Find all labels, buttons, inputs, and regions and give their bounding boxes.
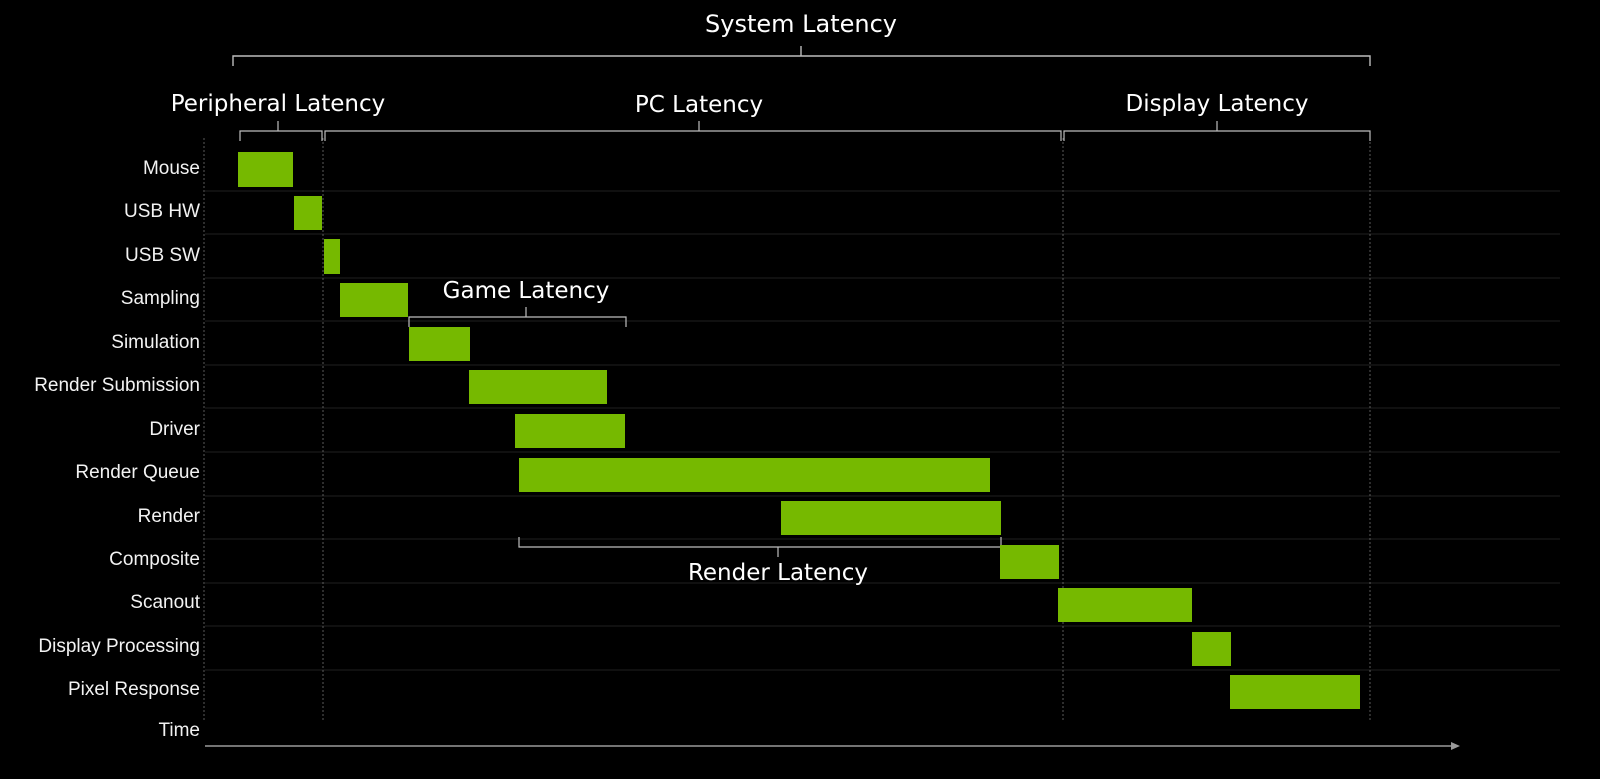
bracket-line-game-latency [408,307,627,327]
row-label-composite: Composite [109,549,200,570]
bracket-game-latency [408,307,627,327]
row-label-scanout: Scanout [130,592,200,613]
bracket-line-system-latency [232,46,1371,66]
bracket-line-pc-latency [324,121,1062,141]
row-label-usb-hw: USB HW [124,201,200,222]
row-label-display-processing: Display Processing [38,636,200,657]
row-label-time: Time [158,720,200,741]
bar-display-processing [1192,632,1231,666]
bar-driver [515,414,625,448]
row-label-render-queue: Render Queue [75,462,200,483]
bar-usb-sw [324,239,340,274]
bracket-label-peripheral-latency: Peripheral Latency [170,91,386,117]
bar-render-queue [519,458,990,492]
bracket-line-render-latency [518,537,1002,557]
row-label-usb-sw: USB SW [125,245,200,266]
row-label-render-submission: Render Submission [34,375,200,396]
bar-mouse [238,152,293,187]
bar-render-submission [469,370,607,404]
time-axis-arrow-icon [1451,742,1460,750]
bar-render [781,501,1001,535]
row-label-driver: Driver [149,419,200,440]
bar-usb-hw [294,196,322,230]
bar-sampling [340,283,408,317]
bracket-label-system-latency: System Latency [705,10,897,38]
bracket-render-latency [518,537,1002,557]
row-label-sampling: Sampling [120,288,200,309]
row-label-simulation: Simulation [111,332,200,353]
bracket-label-pc-latency: PC Latency [634,92,764,118]
bracket-label-display-latency: Display Latency [1125,91,1309,117]
row-label-mouse: Mouse [142,158,200,179]
bar-simulation [409,327,470,361]
bar-scanout [1058,588,1192,622]
bracket-display-latency [1063,121,1371,141]
bracket-system-latency [232,46,1371,66]
bracket-label-game-latency: Game Latency [442,278,610,304]
bracket-label-render-latency: Render Latency [687,560,869,586]
bracket-pc-latency [324,121,1062,141]
row-label-render: Render [137,506,200,527]
bar-pixel-response [1230,675,1360,709]
bracket-peripheral-latency [239,121,323,141]
bracket-line-peripheral-latency [239,121,323,141]
bar-composite [1000,545,1059,579]
bracket-line-display-latency [1063,121,1371,141]
row-label-pixel-response: Pixel Response [67,679,200,700]
